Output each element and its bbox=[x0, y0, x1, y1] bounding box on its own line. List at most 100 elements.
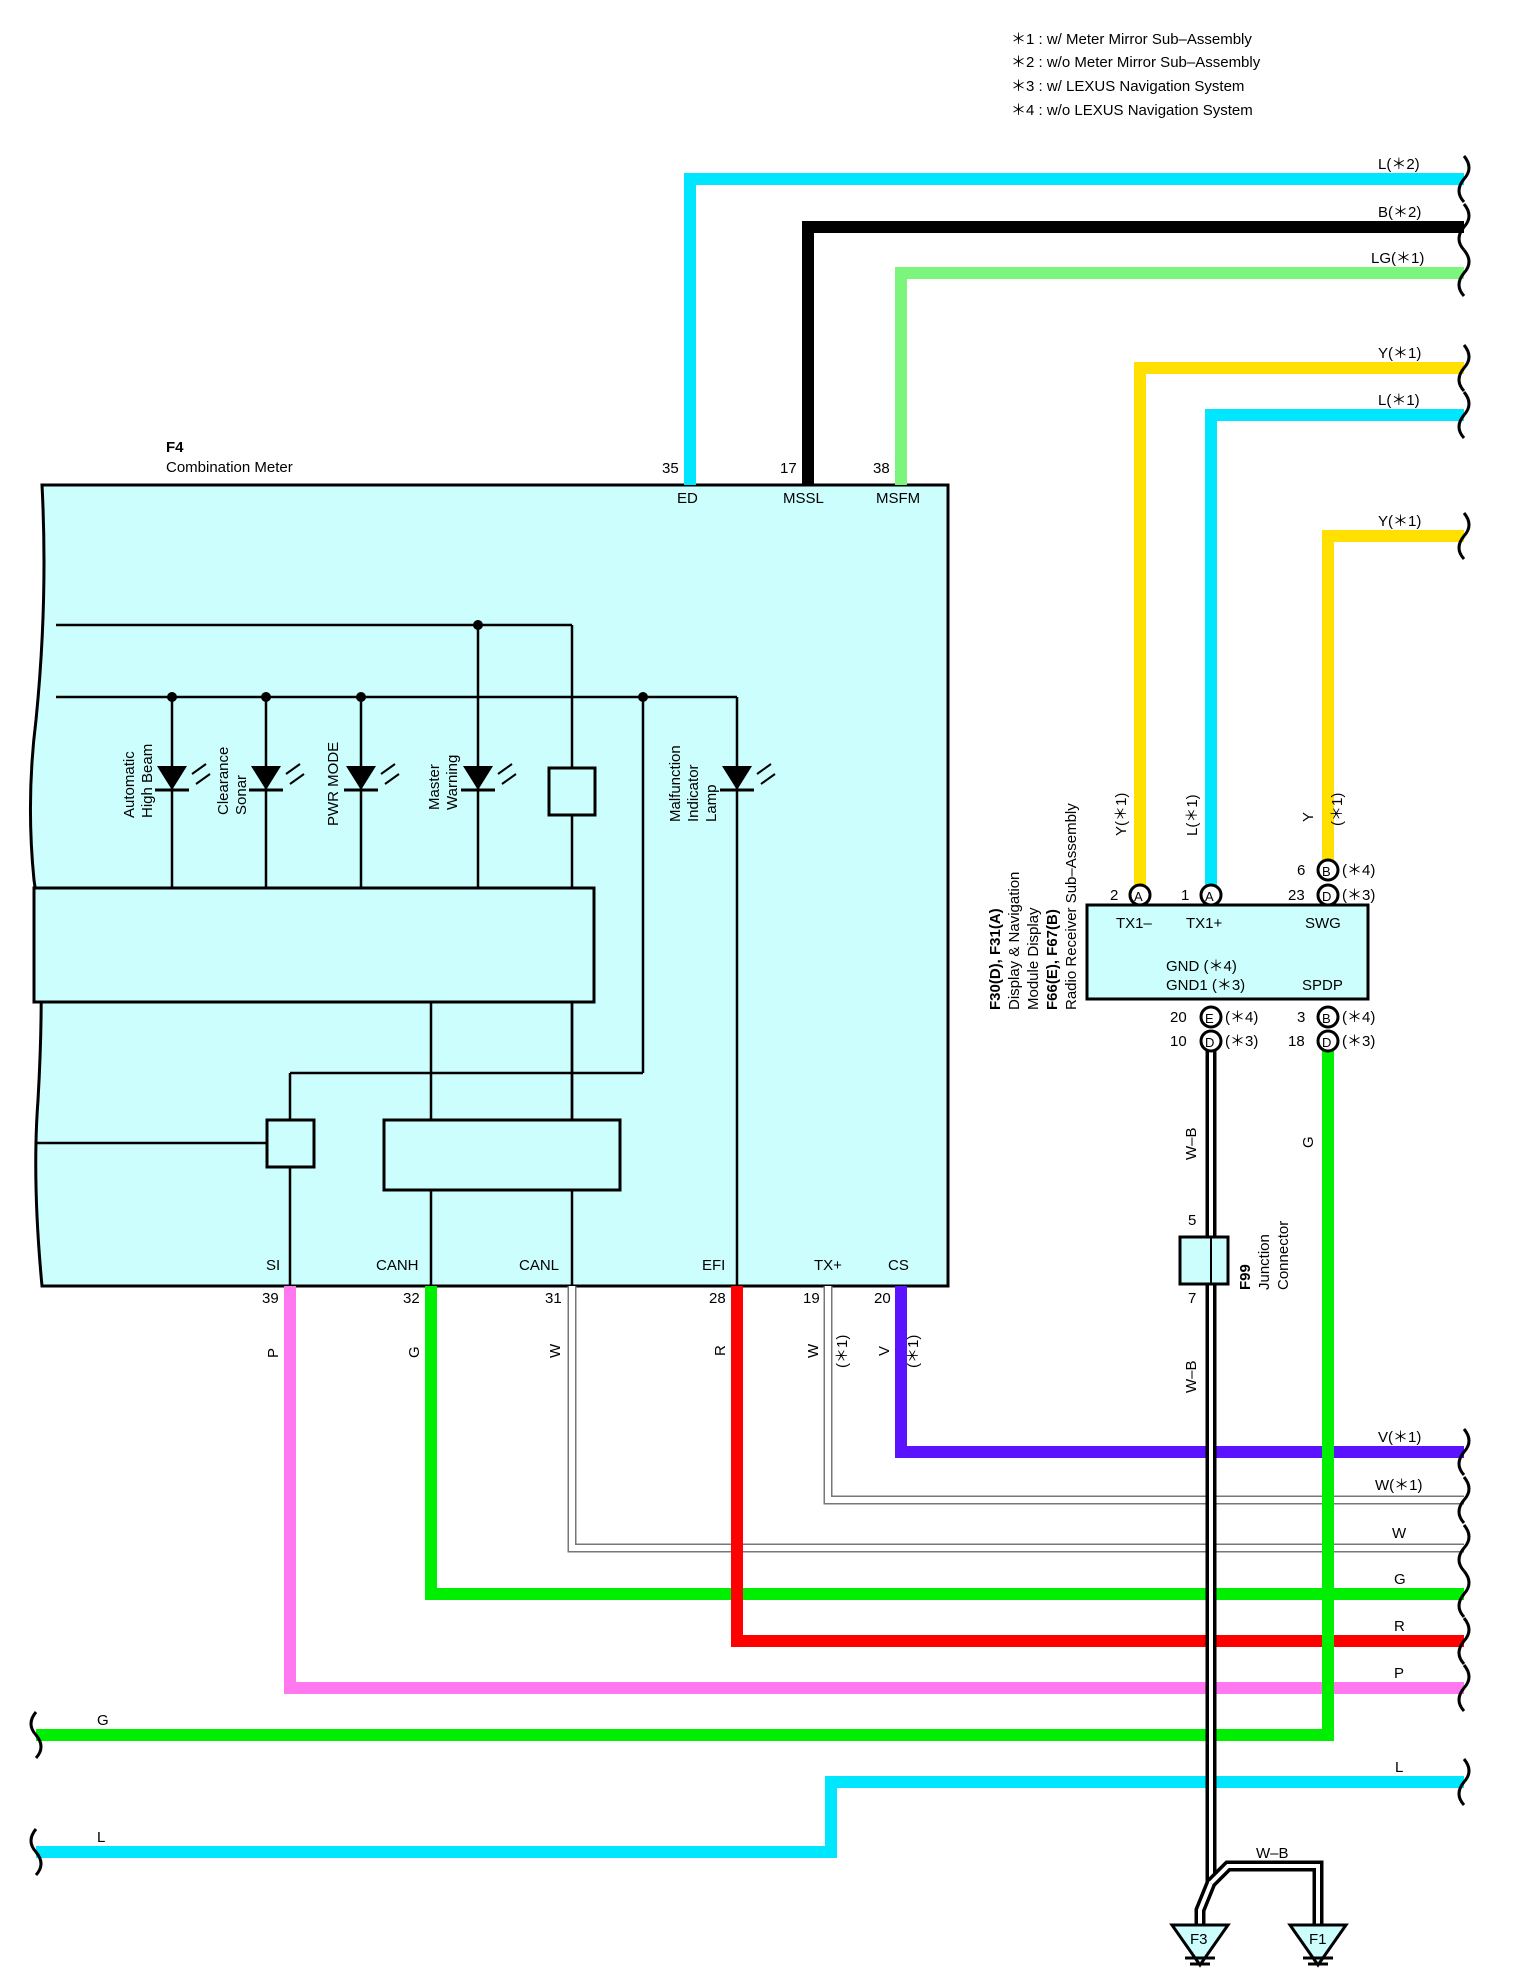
junction-pin-top: 5 bbox=[1188, 1212, 1196, 1229]
wire-l-star2 bbox=[684, 173, 1464, 485]
led-master-warning bbox=[461, 763, 517, 792]
ground-f3 bbox=[1169, 1923, 1231, 1968]
display-pin-3-note: (＊4) bbox=[1342, 1009, 1375, 1026]
meter-wire-label-g: G bbox=[406, 1346, 423, 1358]
ground-f3-label: F3 bbox=[1190, 1931, 1208, 1948]
display-pin-2-num: 2 bbox=[1110, 887, 1118, 904]
lamp-label-auto-high-beam-1: Automatic bbox=[121, 751, 138, 818]
meter-inner-block-large bbox=[32, 886, 596, 1004]
display-pin-6-note: (＊4) bbox=[1342, 862, 1375, 879]
display-conn-a1: A bbox=[1134, 889, 1143, 904]
label-bottom-r: R bbox=[1394, 1618, 1405, 1635]
display-wire-l-star1: L(＊1) bbox=[1184, 794, 1201, 836]
meter-pin-38-name: MSFM bbox=[876, 490, 920, 507]
label-bottom-w: W bbox=[1392, 1525, 1407, 1542]
display-conn-b3: B bbox=[1322, 1011, 1331, 1026]
display-pin-20-note: (＊4) bbox=[1225, 1009, 1258, 1026]
lamp-label-clearance-sonar-1: Clearance bbox=[215, 747, 232, 815]
label-bottom-p: P bbox=[1394, 1665, 1404, 1682]
display-gnd3: GND1 (＊3) bbox=[1166, 977, 1245, 994]
display-pin-6-num: 6 bbox=[1297, 862, 1305, 879]
lamp-label-malfunction-3: Lamp bbox=[703, 784, 720, 822]
wire-b-star2 bbox=[802, 221, 1464, 485]
wire-g-canh bbox=[425, 1286, 1464, 1600]
display-spdp: SPDP bbox=[1302, 977, 1343, 994]
meter-inner-can-box bbox=[382, 1118, 622, 1192]
note-2: ＊2 : w/o Meter Mirror Sub–Assembly bbox=[1011, 54, 1261, 71]
meter-pin-si-name: SI bbox=[266, 1257, 280, 1274]
meter-junction-dots bbox=[167, 620, 648, 702]
meter-pin-efi-name: EFI bbox=[702, 1257, 725, 1274]
lamp-label-clearance-sonar-2: Sonar bbox=[233, 775, 250, 815]
meter-pin-35-name: ED bbox=[677, 490, 698, 507]
display-pin-23-note: (＊3) bbox=[1342, 887, 1375, 904]
meter-wire-label-w1-note: (＊1) bbox=[834, 1335, 851, 1368]
led-auto-high-beam bbox=[155, 763, 211, 792]
label-left-l: L bbox=[97, 1829, 105, 1846]
meter-pin-canh-name: CANH bbox=[376, 1257, 419, 1274]
meter-name: Combination Meter bbox=[166, 459, 293, 476]
junction-name-1: Junction bbox=[1256, 1234, 1273, 1290]
wire-l-star1-tx1p bbox=[1205, 409, 1464, 888]
notes-block: ＊1 : w/ Meter Mirror Sub–Assembly ＊2 : w… bbox=[1011, 31, 1261, 119]
meter-pin-cs-name: CS bbox=[888, 1257, 909, 1274]
label-top-y-star1-b: Y(＊1) bbox=[1378, 513, 1421, 530]
wire-break-marks-right bbox=[1457, 155, 1471, 1807]
wire-r-efi bbox=[731, 1286, 1464, 1647]
wire-l-left bbox=[36, 1776, 1464, 1858]
label-top-b-star2: B(＊2) bbox=[1378, 204, 1421, 221]
top-wire-labels: L(＊2) B(＊2) LG(＊1) Y(＊1) L(＊1) Y(＊1) bbox=[1371, 156, 1424, 530]
label-wb-f1: W–B bbox=[1256, 1845, 1289, 1862]
bottom-wires bbox=[36, 1040, 1464, 1858]
display-pin-18-note: (＊3) bbox=[1342, 1033, 1375, 1050]
meter-inner-relay-box bbox=[547, 766, 597, 817]
display-conn-d10: D bbox=[1205, 1035, 1214, 1050]
meter-wire-label-p: P bbox=[265, 1348, 282, 1358]
display-conn-d23: D bbox=[1322, 889, 1331, 904]
display-conn-e20: E bbox=[1205, 1011, 1214, 1026]
combination-meter-body bbox=[28, 483, 950, 1288]
meter-pin-canl-name: CANL bbox=[519, 1257, 559, 1274]
label-g-spdp: G bbox=[1300, 1136, 1317, 1148]
lamp-label-malfunction-1: Malfunction bbox=[667, 745, 684, 822]
label-bottom-g: G bbox=[1394, 1571, 1406, 1588]
display-name-1b: Module Display bbox=[1025, 907, 1042, 1010]
wire-break-marks-left bbox=[29, 1711, 43, 1877]
label-wb-upper: W–B bbox=[1183, 1127, 1200, 1160]
display-pin-20-num: 20 bbox=[1170, 1009, 1187, 1026]
note-1: ＊1 : w/ Meter Mirror Sub–Assembly bbox=[1011, 31, 1252, 48]
label-left-g: G bbox=[97, 1712, 109, 1729]
note-4: ＊4 : w/o LEXUS Navigation System bbox=[1011, 102, 1253, 119]
display-pin-10-num: 10 bbox=[1170, 1033, 1187, 1050]
note-3: ＊3 : w/ LEXUS Navigation System bbox=[1011, 78, 1244, 95]
display-pin-18-num: 18 bbox=[1288, 1033, 1305, 1050]
led-clearance-sonar bbox=[249, 763, 305, 792]
wire-g-spdp bbox=[36, 1040, 1334, 1741]
display-pin-swg: SWG bbox=[1305, 915, 1341, 932]
meter-pin-20-num: 20 bbox=[874, 1290, 891, 1307]
meter-pin-35-num: 35 bbox=[662, 460, 679, 477]
lamp-label-master-warning-2: Warning bbox=[444, 755, 461, 810]
lamp-label-malfunction-2: Indicator bbox=[685, 764, 702, 822]
display-codes-2: F66(E), F67(B) bbox=[1044, 909, 1061, 1010]
display-wire-y-star1: Y(＊1) bbox=[1113, 793, 1130, 836]
top-wires bbox=[684, 173, 1464, 888]
junction-pin-bottom: 7 bbox=[1188, 1290, 1196, 1307]
wire-p-si bbox=[284, 1286, 1464, 1694]
meter-pin-28-num: 28 bbox=[709, 1290, 726, 1307]
display-conn-b6: B bbox=[1322, 864, 1331, 879]
display-name-2: Radio Receiver Sub–Assembly bbox=[1063, 803, 1080, 1010]
meter-wire-label-w: W bbox=[547, 1343, 564, 1358]
display-pin-23-num: 23 bbox=[1288, 887, 1305, 904]
meter-wire-label-v: V bbox=[876, 1346, 893, 1356]
label-top-l-star1: L(＊1) bbox=[1378, 392, 1420, 409]
junction-code: F99 bbox=[1237, 1264, 1254, 1290]
junction-connector-f99 bbox=[1178, 1235, 1230, 1286]
wire-lg-star1 bbox=[895, 267, 1464, 485]
lamp-label-master-warning-1: Master bbox=[426, 764, 443, 810]
lamp-label-auto-high-beam-2: High Beam bbox=[139, 744, 156, 818]
display-connectors-top bbox=[1128, 858, 1340, 907]
meter-pin-31-num: 31 bbox=[545, 1290, 562, 1307]
display-module-body bbox=[1085, 903, 1370, 1001]
